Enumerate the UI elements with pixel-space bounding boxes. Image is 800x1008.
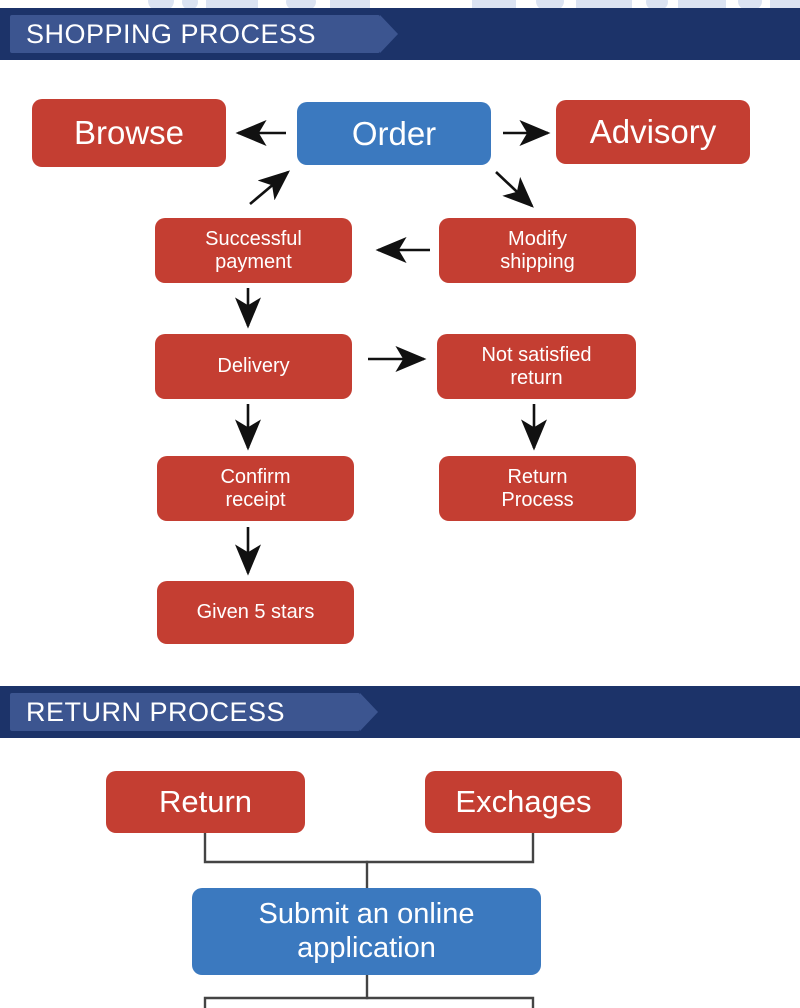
node-label: Browse xyxy=(73,114,185,152)
node-browse[interactable]: Browse xyxy=(32,99,226,167)
node-advisory[interactable]: Advisory xyxy=(556,100,750,164)
node-successful-payment[interactable]: Successful payment xyxy=(155,218,352,283)
node-given-5-stars[interactable]: Given 5 stars xyxy=(157,581,354,644)
node-exchages[interactable]: Exchages xyxy=(425,771,622,833)
node-label: Return Process xyxy=(501,465,574,511)
node-confirm-receipt[interactable]: Confirm receipt xyxy=(157,456,354,521)
section-banner-shopping-process: SHOPPING PROCESS xyxy=(0,8,800,60)
node-return[interactable]: Return xyxy=(106,771,305,833)
edge-order-to-modify-shipping xyxy=(495,171,534,208)
node-label: Delivery xyxy=(217,355,290,377)
node-label: Not satisfied return xyxy=(481,343,592,389)
node-label: Modify shipping xyxy=(500,227,575,273)
node-return-process[interactable]: Return Process xyxy=(439,456,636,521)
section-title-return-process: RETURN PROCESS xyxy=(26,697,286,727)
node-submit-application[interactable]: Submit an online application xyxy=(192,888,541,975)
node-label: Confirm receipt xyxy=(220,465,291,511)
node-label: Exchages xyxy=(455,784,592,820)
node-delivery[interactable]: Delivery xyxy=(155,334,352,399)
node-modify-shipping[interactable]: Modify shipping xyxy=(439,218,636,283)
bracket-submit-to-next xyxy=(203,996,535,1008)
bracket-return-exchages-to-submit xyxy=(203,832,535,864)
banner-tab-shape xyxy=(10,693,378,731)
node-label: Given 5 stars xyxy=(196,601,315,623)
node-label: Successful payment xyxy=(205,227,302,273)
node-order[interactable]: Order xyxy=(297,102,491,165)
banner-tab-shape xyxy=(10,15,398,53)
node-label: Order xyxy=(351,114,437,152)
section-title-shopping-process: SHOPPING PROCESS xyxy=(26,19,317,49)
edge-payment-to-order xyxy=(249,170,290,205)
node-not-satisfied-return[interactable]: Not satisfied return xyxy=(437,334,636,399)
node-label: Submit an online application xyxy=(258,898,475,964)
node-label: Advisory xyxy=(589,113,717,151)
node-label: Return xyxy=(158,784,253,820)
section-banner-return-process: RETURN PROCESS xyxy=(0,686,800,738)
